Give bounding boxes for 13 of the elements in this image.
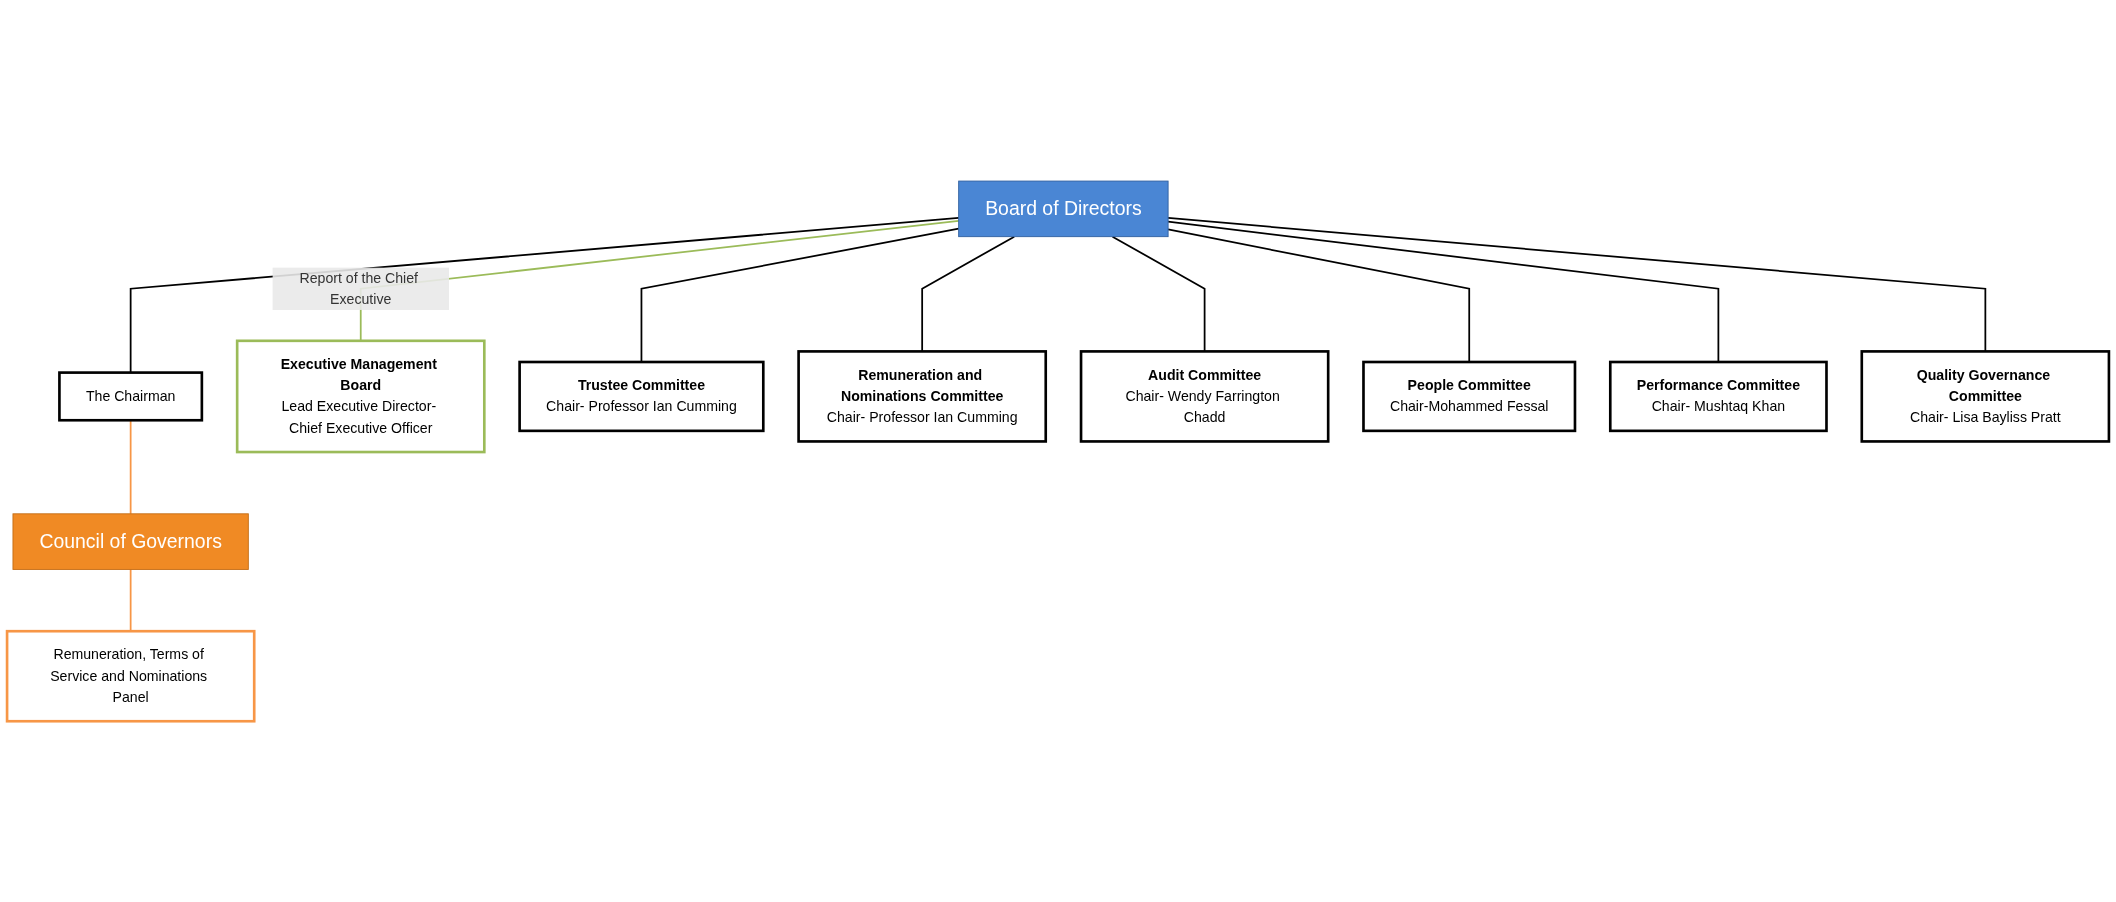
- connector: [129, 568, 132, 632]
- node-box: Board of Directors: [958, 180, 1169, 237]
- node-box: Council of Governors: [12, 513, 249, 570]
- node-box: Performance Committee Chair- Mushtaq Khan: [1608, 360, 1828, 432]
- node-box: The Chairman: [58, 371, 204, 422]
- node-box: Trustee Committee Chair- Professor Ian Cumming: [518, 360, 765, 432]
- node-box: People Committee Chair-Mohammed Fessal: [1362, 360, 1577, 432]
- node-box: Executive Management Board Lead Executive Director- Chief Executive Officer: [235, 339, 486, 454]
- node-box: Remuneration and Nominations Committee Chair- Professor Ian Cumming: [797, 349, 1048, 443]
- node-box: Quality Governance Committee Chair- Lisa Bayliss Pratt: [1860, 349, 2111, 443]
- node-box: Remuneration, Terms of Service and Nominations Panel: [5, 629, 256, 723]
- edge-label: Report of the Chief Executive: [299, 270, 419, 307]
- node-box: Audit Committee Chair- Wendy Farrington Chadd: [1079, 349, 1330, 443]
